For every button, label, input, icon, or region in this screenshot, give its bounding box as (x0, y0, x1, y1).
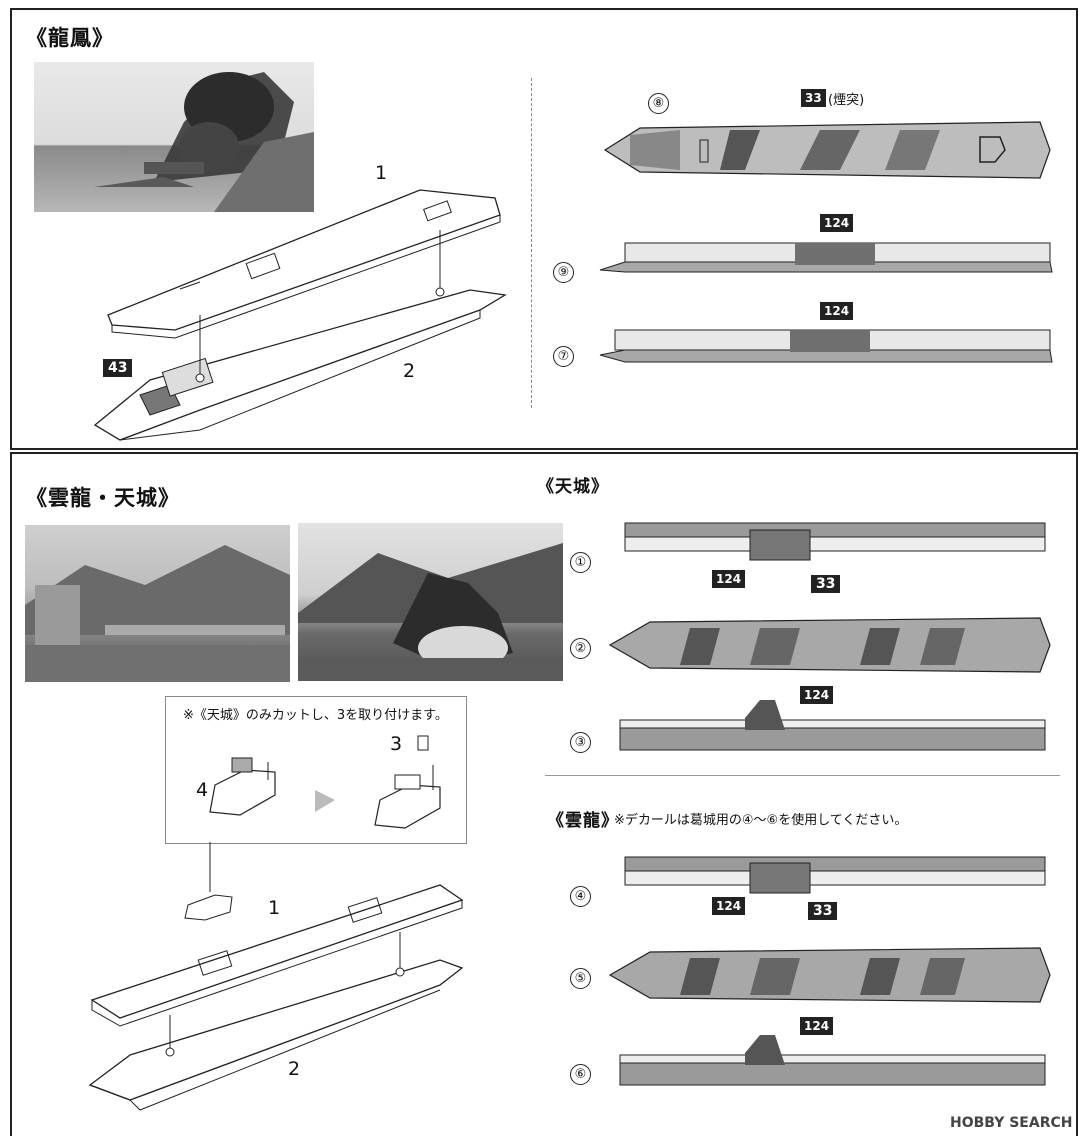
ryuho-photo (34, 62, 314, 212)
ryuho-panel (10, 8, 1078, 450)
view-circle-4: ④ (570, 886, 591, 907)
view-circle-6: ⑥ (570, 1064, 591, 1085)
amagi-inset-note: ※《天城》のみカットし、3を取り付けます。 (183, 708, 448, 723)
unryu-part-1: 1 (268, 897, 281, 919)
unryu-amagi-panel (10, 452, 1078, 1136)
unryu-amagi-title: 《雲龍・天城》 (26, 486, 180, 510)
unryu-photo-art (25, 545, 290, 682)
unryu-badge-124-b: 124 (800, 1017, 834, 1035)
unryu-badge-33: 33 (808, 902, 838, 920)
inset-part-3: 3 (390, 733, 403, 755)
hobby-search-watermark: HOBBY SEARCH (950, 1115, 1073, 1131)
ryuho-badge-33-note: (煙突) (828, 93, 865, 108)
view-circle-7: ⑦ (553, 346, 574, 367)
amagi-inset-box (165, 696, 467, 844)
ryuho-badge-124-b: 124 (820, 302, 854, 320)
ryuho-badge-33: 33 (801, 89, 826, 107)
inset-part-4: 4 (196, 779, 209, 801)
unryu-photo (25, 525, 290, 682)
view-circle-5: ⑤ (570, 968, 591, 989)
ryuho-part-1: 1 (375, 162, 388, 184)
ryuho-title: 《龍鳳》 (26, 26, 114, 50)
amagi-photo (298, 523, 563, 681)
view-circle-2: ② (570, 638, 591, 659)
panel-divider-vertical (531, 78, 532, 408)
view-circle-1: ① (570, 552, 591, 573)
view-circle-3: ③ (570, 732, 591, 753)
divider-horizontal (545, 775, 1060, 776)
amagi-photo-art (298, 543, 563, 681)
amagi-badge-124-a: 124 (712, 570, 746, 588)
view-circle-8: ⑧ (648, 93, 669, 114)
ryuho-photo-art (94, 72, 314, 212)
amagi-title: 《天城》 (537, 477, 609, 497)
amagi-badge-33: 33 (811, 575, 841, 593)
ryuho-decal-43: 43 (103, 359, 133, 377)
unryu-decal-note: ※デカールは葛城用の④〜⑥を使用してください。 (614, 813, 908, 828)
ryuho-badge-124-a: 124 (820, 214, 854, 232)
view-circle-9: ⑨ (553, 262, 574, 283)
amagi-badge-124-b: 124 (800, 686, 834, 704)
unryu-part-2: 2 (288, 1058, 301, 1080)
unryu-title: 《雲龍》 (547, 811, 619, 831)
unryu-badge-124-a: 124 (712, 897, 746, 915)
ryuho-part-2: 2 (403, 360, 416, 382)
